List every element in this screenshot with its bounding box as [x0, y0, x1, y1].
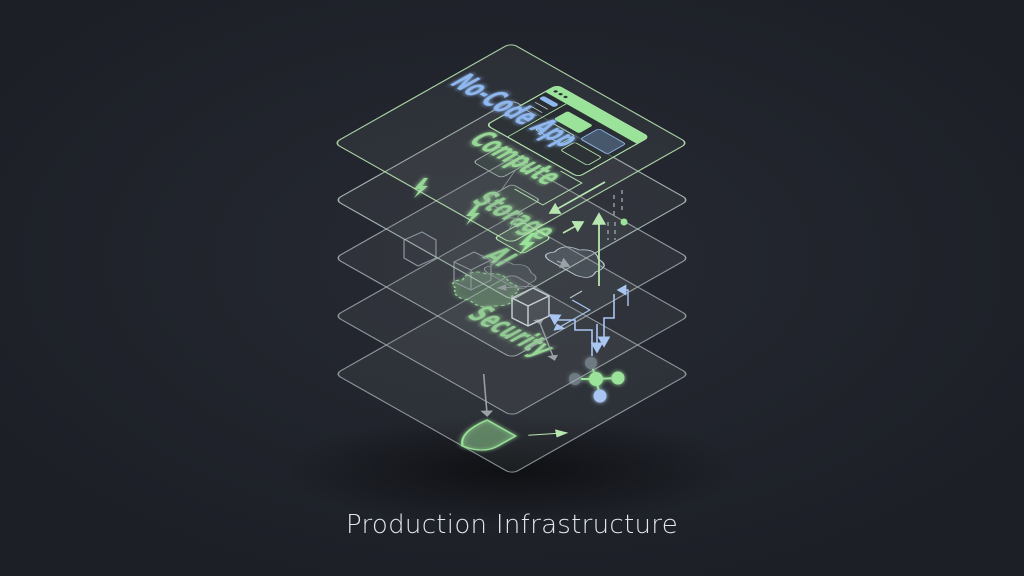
cloud-icon	[544, 246, 605, 278]
layer-security	[337, 275, 687, 473]
cube-icon-faint	[403, 231, 492, 291]
stack-shadow	[282, 415, 742, 525]
network-nodes-icon	[569, 357, 625, 403]
data-stream-dashes	[607, 190, 623, 240]
data-flow-arrows	[548, 181, 629, 356]
layer-no-code-app	[336, 44, 686, 242]
browser-window-icon	[487, 85, 648, 177]
diagram-caption: Production Infrastructure	[345, 510, 678, 540]
storage-cloud-icon	[483, 260, 537, 289]
compute-node-3	[495, 222, 550, 254]
status-dot	[620, 218, 628, 226]
compute-node-2	[485, 184, 539, 216]
layer-storage	[337, 159, 687, 357]
shield-icon	[460, 419, 518, 451]
